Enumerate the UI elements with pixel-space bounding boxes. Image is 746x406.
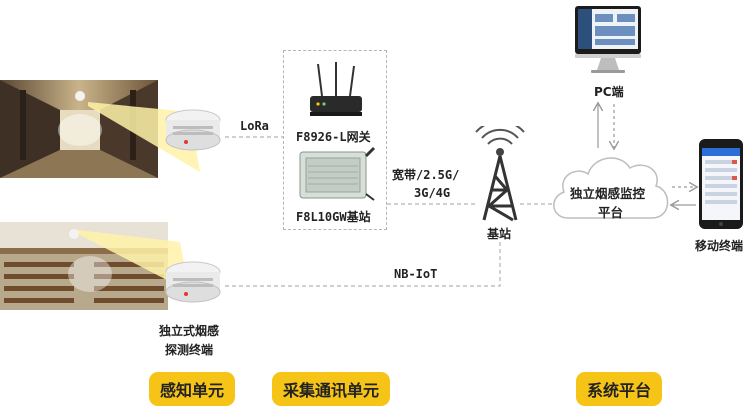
hallway-photo — [0, 80, 158, 178]
cell-tower-icon — [475, 126, 525, 222]
system-platform-pill: 系统平台 — [576, 372, 662, 406]
broadband-label-line1: 宽带/2.5G/ — [392, 168, 460, 182]
detector-label-line1: 独立式烟感 — [159, 324, 220, 338]
gateway-group-box — [283, 50, 387, 230]
lora-label: LoRa — [240, 119, 269, 133]
cloud-label-line2: 平台 — [598, 205, 624, 220]
collection-unit-pill: 采集通讯单元 — [272, 372, 390, 406]
bottom-beam — [78, 230, 190, 292]
gateway-label: F8926-L网关 — [296, 130, 371, 144]
broadband-label-line2: 3G/4G — [414, 186, 451, 200]
smoke-detector-top — [165, 108, 221, 152]
nbiot-link-line — [225, 240, 501, 287]
nbiot-label: NB-IoT — [394, 267, 438, 281]
detector-label-line2: 探测终端 — [165, 343, 214, 357]
sensing-unit-pill: 感知单元 — [149, 372, 235, 406]
smoke-detector-bottom — [165, 260, 221, 304]
basestation-label: F8L10GW基站 — [296, 210, 371, 224]
mobile-label: 移动终端 — [695, 239, 744, 253]
cloud-label-line1: 独立烟感监控 — [570, 186, 646, 201]
basestation-device-icon — [299, 146, 376, 201]
tower-label: 基站 — [487, 227, 512, 241]
pc-monitor-icon — [575, 6, 641, 73]
gateway-router-icon — [310, 62, 362, 116]
pc-label: PC端 — [594, 85, 624, 99]
mobile-phone-icon — [699, 139, 743, 229]
cloud-shape — [553, 157, 669, 219]
